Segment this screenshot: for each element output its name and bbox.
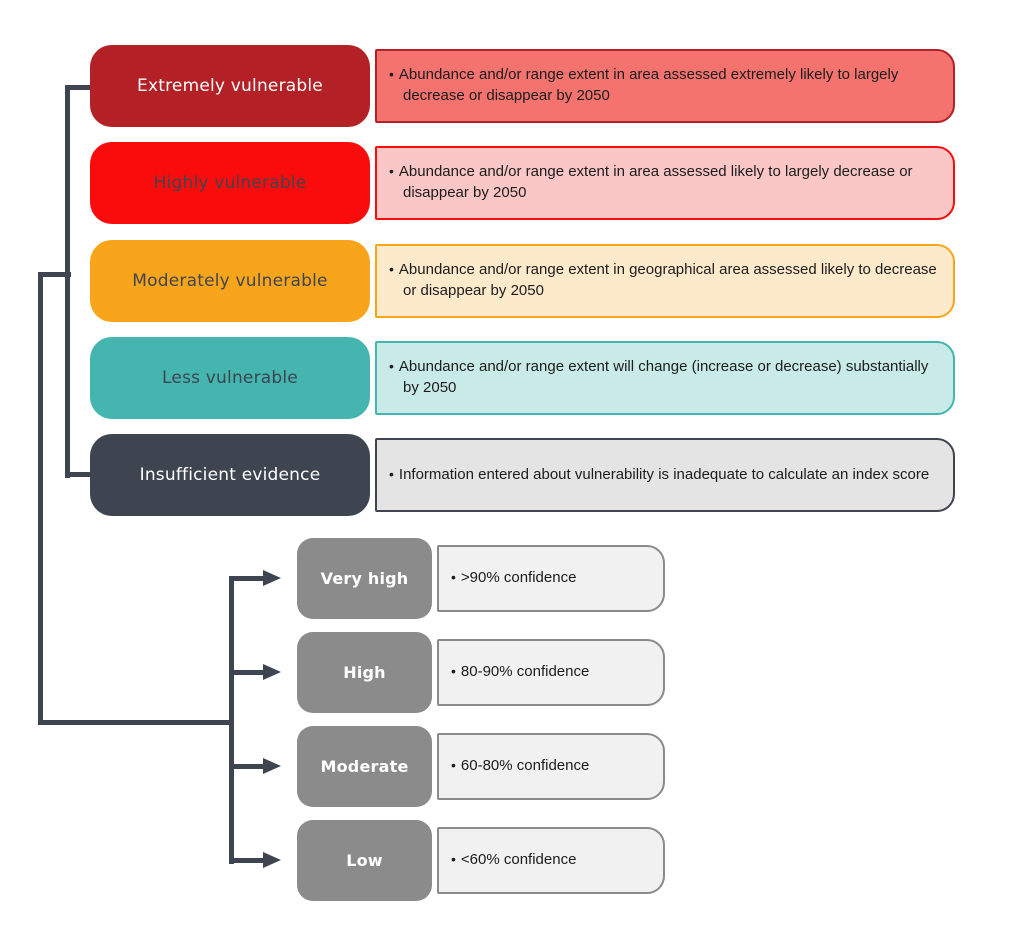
confidence-label-very-high: Very high bbox=[297, 538, 432, 619]
confidence-description-text: •<60% confidence bbox=[451, 850, 576, 871]
description-text: 80-90% confidence bbox=[460, 663, 590, 681]
description-text: >90% confidence bbox=[460, 569, 577, 587]
arrow-line bbox=[229, 858, 267, 863]
vulnerability-description-text: •Abundance and/or range extent in area a… bbox=[389, 162, 937, 203]
vulnerability-description-text: •Abundance and/or range extent in area a… bbox=[389, 65, 937, 106]
confidence-row-low: Low •<60% confidence bbox=[0, 820, 1024, 901]
vulnerability-label-less: Less vulnerable bbox=[90, 337, 370, 419]
bullet-marker: • bbox=[389, 163, 394, 180]
confidence-row-high: High •80-90% confidence bbox=[0, 632, 1024, 713]
vulnerability-description-box-insufficient: •Information entered about vulnerability… bbox=[375, 438, 955, 512]
arrow-head-icon bbox=[263, 852, 281, 868]
vulnerability-row-insufficient: Insufficient evidence •Information enter… bbox=[0, 434, 1024, 516]
bullet-marker: • bbox=[389, 66, 394, 83]
vulnerability-row-moderately: Moderately vulnerable •Abundance and/or … bbox=[0, 240, 1024, 322]
confidence-description-text: •>90% confidence bbox=[451, 568, 576, 589]
vulnerability-description-text: •Abundance and/or range extent will chan… bbox=[389, 357, 937, 398]
bullet-marker: • bbox=[451, 663, 456, 680]
connector-main-horizontal bbox=[38, 720, 234, 725]
bullet-marker: • bbox=[389, 358, 394, 375]
confidence-description-text: •60-80% confidence bbox=[451, 756, 589, 777]
vulnerability-label-highly: Highly vulnerable bbox=[90, 142, 370, 224]
confidence-row-moderate: Moderate •60-80% confidence bbox=[0, 726, 1024, 807]
description-text: Information entered about vulnerability … bbox=[398, 465, 930, 483]
confidence-label-high: High bbox=[297, 632, 432, 713]
vulnerability-description-box-moderately: •Abundance and/or range extent in geogra… bbox=[375, 244, 955, 318]
description-text: Abundance and/or range extent will chang… bbox=[398, 358, 929, 396]
vulnerability-description-box-highly: •Abundance and/or range extent in area a… bbox=[375, 146, 955, 220]
vulnerability-description-box-extremely: •Abundance and/or range extent in area a… bbox=[375, 49, 955, 123]
confidence-description-box-high: •80-90% confidence bbox=[437, 639, 665, 706]
confidence-description-box-very-high: •>90% confidence bbox=[437, 545, 665, 612]
bullet-marker: • bbox=[451, 569, 456, 586]
arrow-line bbox=[229, 576, 267, 581]
bullet-marker: • bbox=[389, 465, 394, 482]
confidence-description-text: •80-90% confidence bbox=[451, 662, 589, 683]
arrow-head-icon bbox=[263, 570, 281, 586]
vulnerability-description-box-less: •Abundance and/or range extent will chan… bbox=[375, 341, 955, 415]
bullet-marker: • bbox=[451, 851, 456, 868]
confidence-description-box-low: •<60% confidence bbox=[437, 827, 665, 894]
connector-bracket-vertical bbox=[65, 85, 70, 478]
vulnerability-label-insufficient: Insufficient evidence bbox=[90, 434, 370, 516]
confidence-row-very-high: Very high •>90% confidence bbox=[0, 538, 1024, 619]
bullet-marker: • bbox=[389, 261, 394, 278]
connector-spine-vertical bbox=[229, 576, 234, 864]
vulnerability-label-extremely: Extremely vulnerable bbox=[90, 45, 370, 127]
confidence-description-box-moderate: •60-80% confidence bbox=[437, 733, 665, 800]
vulnerability-row-highly: Highly vulnerable •Abundance and/or rang… bbox=[0, 142, 1024, 224]
arrow-head-icon bbox=[263, 758, 281, 774]
bullet-marker: • bbox=[451, 757, 456, 774]
arrow-head-icon bbox=[263, 664, 281, 680]
description-text: <60% confidence bbox=[460, 851, 577, 869]
confidence-label-moderate: Moderate bbox=[297, 726, 432, 807]
description-text: Abundance and/or range extent in geograp… bbox=[398, 261, 937, 299]
vulnerability-row-less: Less vulnerable •Abundance and/or range … bbox=[0, 337, 1024, 419]
connector-bracket-top-stub bbox=[65, 85, 92, 90]
description-text: Abundance and/or range extent in area as… bbox=[398, 66, 899, 104]
arrow-line bbox=[229, 670, 267, 675]
description-text: 60-80% confidence bbox=[460, 757, 590, 775]
arrow-line bbox=[229, 764, 267, 769]
description-text: Abundance and/or range extent in area as… bbox=[398, 163, 913, 201]
vulnerability-row-extremely: Extremely vulnerable •Abundance and/or r… bbox=[0, 45, 1024, 127]
vulnerability-description-text: •Abundance and/or range extent in geogra… bbox=[389, 260, 937, 301]
vulnerability-description-text: •Information entered about vulnerability… bbox=[389, 465, 929, 486]
connector-bracket-bottom-stub bbox=[65, 472, 92, 477]
vulnerability-label-moderately: Moderately vulnerable bbox=[90, 240, 370, 322]
confidence-label-low: Low bbox=[297, 820, 432, 901]
connector-branch-horizontal bbox=[38, 272, 71, 277]
connector-left-vertical bbox=[38, 272, 43, 725]
